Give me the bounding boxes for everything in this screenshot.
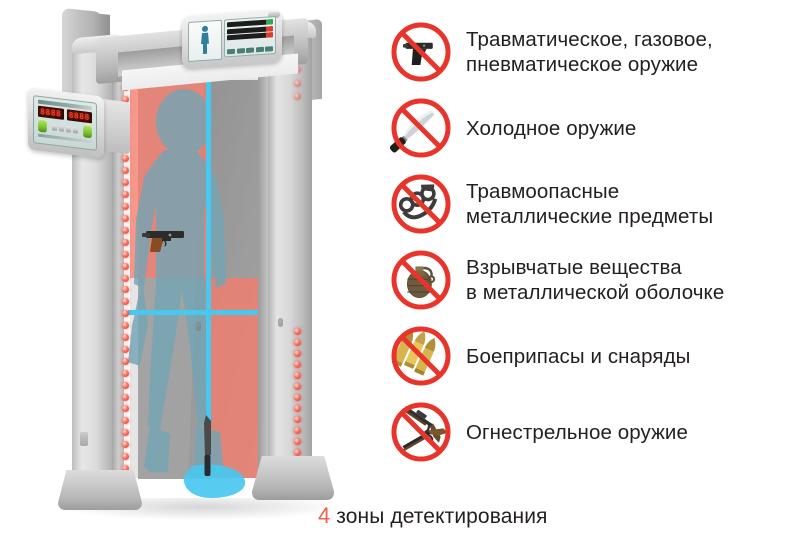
left-base-foot xyxy=(58,470,142,510)
list-item: Травматическое, газовое, пневматическое … xyxy=(390,14,794,90)
display-keypad[interactable] xyxy=(227,46,273,55)
left-pillar-edge xyxy=(112,44,124,486)
right-base-foot xyxy=(252,456,334,500)
knife-icon xyxy=(390,97,452,159)
mini-button[interactable] xyxy=(66,125,71,133)
zone-divider-horizontal xyxy=(128,310,294,315)
pistol-icon xyxy=(390,21,452,83)
list-item: Боеприпасы и снаряды xyxy=(390,318,794,394)
left-pillar-vent xyxy=(80,432,88,446)
led-display-left: 8888 xyxy=(38,105,64,120)
bullets-icon xyxy=(390,325,452,387)
keypad-key[interactable] xyxy=(255,46,264,53)
zone-caption-text: зоны детектирования xyxy=(330,505,548,528)
led-display-right: 8888 xyxy=(66,109,92,124)
keypad-key[interactable] xyxy=(265,46,273,52)
display-person-icon xyxy=(201,25,209,55)
back-wall-screw xyxy=(196,322,201,331)
detected-knife-icon xyxy=(204,415,211,476)
brass-knuckles-icon xyxy=(390,173,452,235)
list-item: Холодное оружие xyxy=(390,90,794,166)
detected-pistol-icon xyxy=(142,231,184,252)
grenade-icon xyxy=(390,249,452,311)
top-control-screens xyxy=(188,15,276,63)
mini-button-group[interactable] xyxy=(52,123,78,134)
list-item-label: Травмоопасные металлические предметы xyxy=(466,180,714,228)
person-silhouette xyxy=(128,89,246,498)
right-pillar xyxy=(268,26,312,490)
keypad-key[interactable] xyxy=(227,48,235,55)
list-item: Огнестрельное оружие xyxy=(390,394,794,470)
zone-divider-vertical xyxy=(206,78,211,478)
keypad-key[interactable] xyxy=(236,48,245,54)
detection-zones-caption: 4 зоны детектирования xyxy=(318,503,548,530)
keypad-key[interactable] xyxy=(246,47,254,54)
list-item-label: Травматическое, газовое, пневматическое … xyxy=(466,28,713,76)
zone-count: 4 xyxy=(318,503,331,528)
list-item-label: Холодное оружие xyxy=(466,116,637,140)
list-item-label: Взрывчатые вещества в металлической обол… xyxy=(466,256,725,304)
mini-button[interactable] xyxy=(73,126,78,134)
green-button-left[interactable] xyxy=(38,118,47,133)
rifle-icon xyxy=(390,401,452,463)
prohibited-items-list: Травматическое, газовое, пневматическое … xyxy=(390,14,794,470)
right-pillar-screw xyxy=(278,318,283,327)
side-control-panel: 8888 8888 xyxy=(33,95,97,151)
signal-bars-display xyxy=(224,15,276,58)
list-item: Взрывчатые вещества в металлической обол… xyxy=(390,242,794,318)
list-item: Травмоопасные металлические предметы xyxy=(390,166,794,242)
list-item-label: Огнестрельное оружие xyxy=(466,420,688,444)
list-item-label: Боеприпасы и снаряды xyxy=(466,344,691,368)
person-view-display xyxy=(188,19,222,63)
green-button-right[interactable] xyxy=(83,124,92,139)
right-led-strip xyxy=(292,328,303,478)
mini-button[interactable] xyxy=(59,124,64,132)
mini-button[interactable] xyxy=(52,123,57,131)
metal-detector-illustration: 8888 8888 xyxy=(0,0,370,540)
